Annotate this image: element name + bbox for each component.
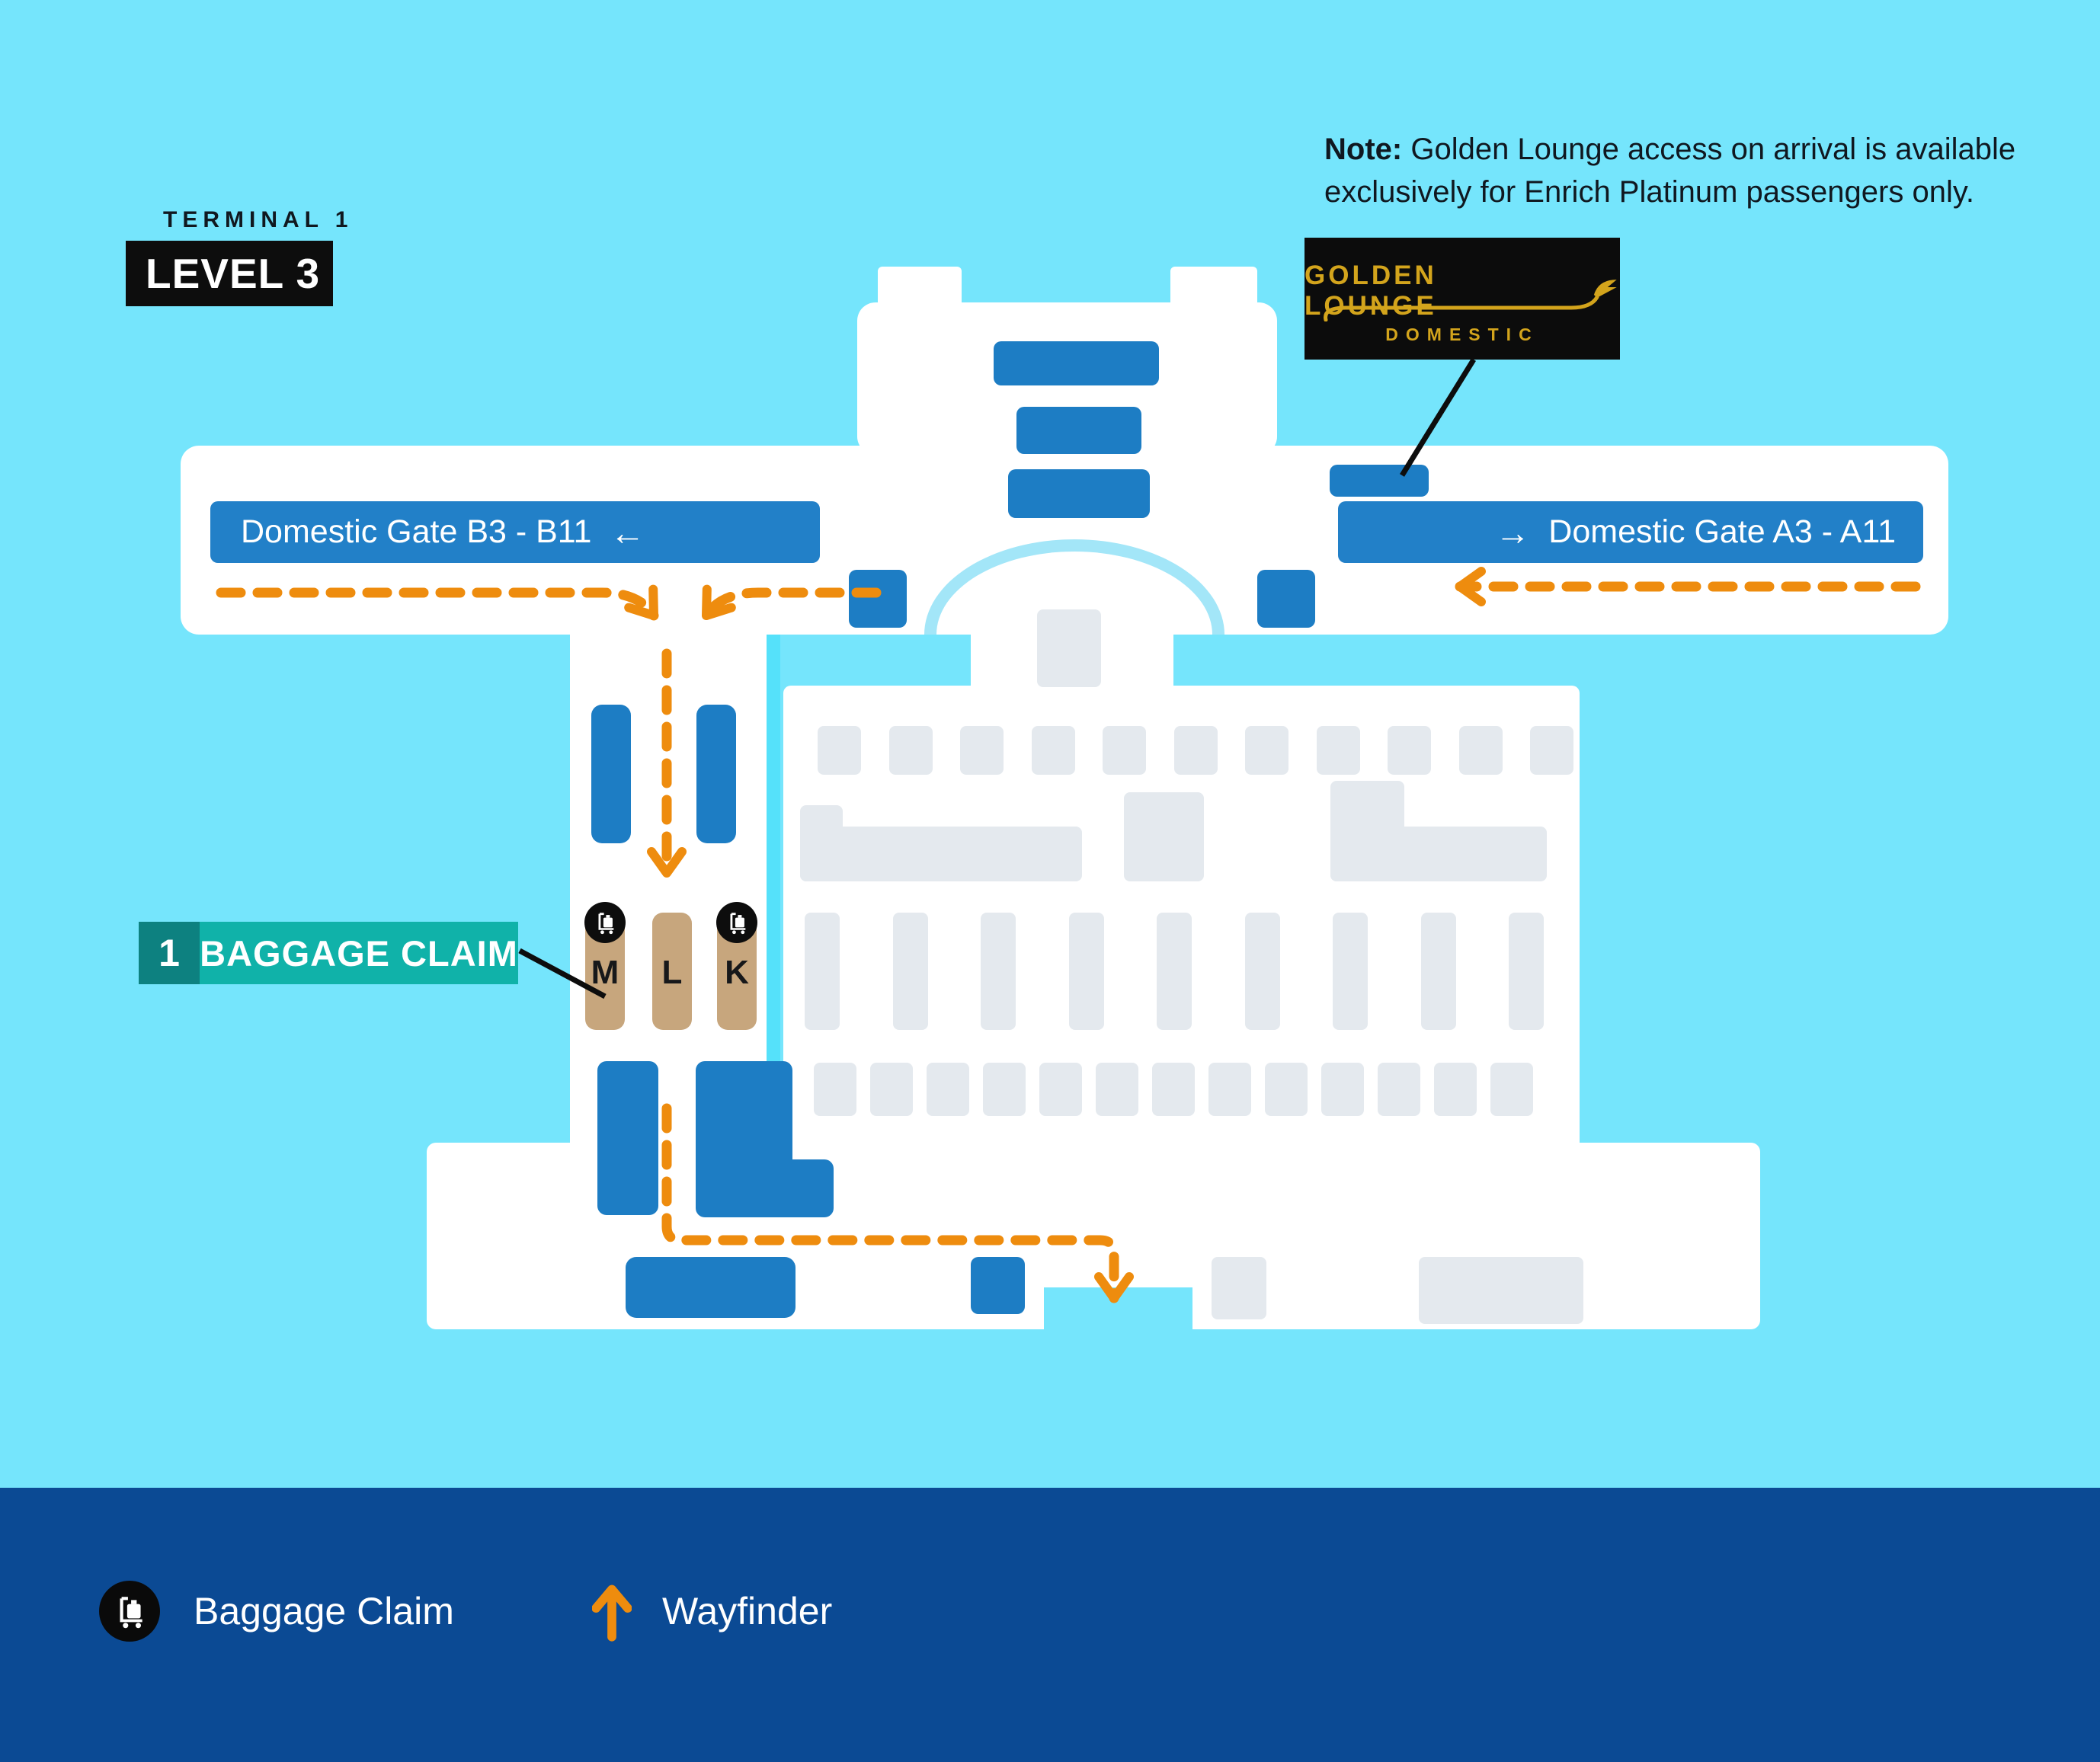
room-block bbox=[1378, 1063, 1420, 1116]
dome-escalator-block bbox=[1037, 609, 1101, 687]
legend-wayfinder: Wayfinder bbox=[592, 1581, 832, 1642]
baggage-claim-map-icon bbox=[584, 902, 626, 943]
wayfinder-arrow-icon bbox=[592, 1585, 632, 1642]
room-block bbox=[814, 1063, 856, 1116]
room-block bbox=[1245, 726, 1288, 775]
carousel-label-m: M bbox=[591, 954, 619, 991]
golden-lounge-subtitle: DOMESTIC bbox=[1385, 325, 1539, 344]
lift-block bbox=[597, 1061, 658, 1215]
room-block bbox=[1321, 1063, 1364, 1116]
room-block bbox=[870, 1063, 913, 1116]
room-block bbox=[1333, 913, 1368, 1030]
gate-label-a: → Domestic Gate A3 - A11 bbox=[1338, 501, 1923, 563]
pier-gate-block bbox=[994, 341, 1159, 385]
carousel-label-k: K bbox=[725, 954, 749, 991]
legend-bar: Baggage Claim Wayfinder bbox=[0, 1488, 2100, 1762]
room-block bbox=[1124, 792, 1204, 881]
baggage-claim-label: BAGGAGE CLAIM bbox=[200, 922, 518, 984]
baggage-cart-icon bbox=[730, 913, 746, 935]
note-label: Note: bbox=[1324, 133, 1403, 166]
gate-label-b: Domestic Gate B3 - B11 ← bbox=[210, 501, 820, 563]
room-block bbox=[1039, 1063, 1082, 1116]
gate-a-text: Domestic Gate A3 - A11 bbox=[1548, 513, 1896, 550]
room-block bbox=[800, 827, 1082, 881]
carousel-label-l: L bbox=[661, 954, 683, 991]
room-block bbox=[1317, 726, 1360, 775]
carousel-l bbox=[652, 913, 692, 1030]
room-block bbox=[1434, 1063, 1477, 1116]
room-block bbox=[1103, 726, 1146, 775]
corridor-divider bbox=[767, 635, 780, 1063]
room-block bbox=[1459, 726, 1503, 775]
corridor-block bbox=[1257, 570, 1315, 628]
level-badge: LEVEL 3 bbox=[126, 241, 333, 306]
airline-bird-icon bbox=[1594, 280, 1618, 298]
escalator-block bbox=[591, 705, 631, 843]
room-block bbox=[889, 726, 933, 775]
note-text: Note: Golden Lounge access on arrival is… bbox=[1324, 128, 2048, 213]
room-block bbox=[1174, 726, 1218, 775]
legend-wayfinder-label: Wayfinder bbox=[662, 1590, 833, 1632]
room-block bbox=[1152, 1063, 1195, 1116]
room-block bbox=[1212, 1257, 1266, 1319]
baggage-cart-icon bbox=[598, 913, 614, 935]
legend-baggage-claim: Baggage Claim bbox=[99, 1581, 454, 1642]
golden-lounge-location bbox=[1330, 465, 1429, 497]
escalator-block bbox=[696, 705, 736, 843]
room-block bbox=[1490, 1063, 1533, 1116]
arrow-right-icon: → bbox=[1495, 512, 1531, 552]
room-block bbox=[818, 726, 861, 775]
exit-block bbox=[971, 1257, 1025, 1314]
gate-b-text: Domestic Gate B3 - B11 bbox=[241, 513, 592, 550]
room-block bbox=[1419, 1257, 1583, 1324]
stair-block-l-foot bbox=[772, 1159, 834, 1217]
room-block bbox=[981, 913, 1016, 1030]
room-block bbox=[1265, 1063, 1308, 1116]
south-exit-notch bbox=[1044, 1287, 1192, 1330]
pier-gate-block bbox=[1008, 469, 1150, 518]
room-block bbox=[893, 913, 928, 1030]
arrow-left-icon: ← bbox=[610, 512, 645, 552]
corridor-block bbox=[849, 570, 907, 628]
room-block bbox=[1330, 827, 1547, 881]
golden-lounge-badge: GOLDEN LOUNGE DOMESTIC bbox=[1304, 238, 1620, 360]
room-block bbox=[1096, 1063, 1138, 1116]
legend-baggage-claim-label: Baggage Claim bbox=[194, 1590, 454, 1632]
lounge-swoosh-underline bbox=[1324, 296, 1599, 321]
room-block bbox=[983, 1063, 1026, 1116]
room-block bbox=[1421, 913, 1456, 1030]
exit-block bbox=[626, 1257, 796, 1318]
room-block bbox=[1032, 726, 1075, 775]
note-body: Golden Lounge access on arrival is avail… bbox=[1324, 133, 2016, 209]
baggage-claim-map-icon bbox=[716, 902, 757, 943]
baggage-claim-legend-badge bbox=[99, 1581, 160, 1642]
room-block bbox=[805, 913, 840, 1030]
baggage-claim-callout: 1 BAGGAGE CLAIM bbox=[139, 922, 518, 984]
terminal-title: TERMINAL 1 bbox=[163, 207, 354, 232]
room-block bbox=[1157, 913, 1192, 1030]
room-block bbox=[1388, 726, 1431, 775]
room-block bbox=[1509, 913, 1544, 1030]
baggage-cart-icon bbox=[120, 1597, 142, 1629]
room-block bbox=[1069, 913, 1104, 1030]
room-block bbox=[1245, 913, 1280, 1030]
room-block bbox=[1530, 726, 1573, 775]
pier-gate-block bbox=[1016, 407, 1141, 454]
room-block bbox=[960, 726, 1004, 775]
baggage-claim-number: 1 bbox=[139, 922, 200, 984]
room-block bbox=[927, 1063, 969, 1116]
room-block bbox=[1208, 1063, 1251, 1116]
